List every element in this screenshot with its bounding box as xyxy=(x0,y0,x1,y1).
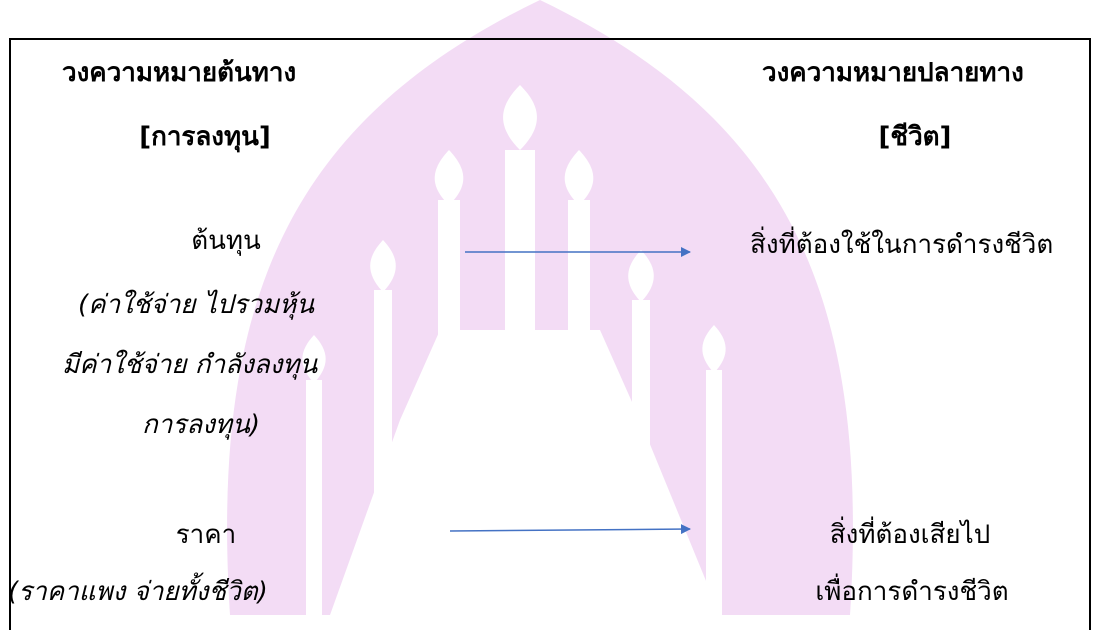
target-domain-label: [ชีวิต] xyxy=(878,122,952,152)
temple-emblem-watermark xyxy=(227,0,853,615)
source-term-cost: ต้นทุน xyxy=(191,226,261,256)
source-domain-title: วงความหมายต้นทาง xyxy=(62,58,297,88)
source-domain-label: [การลงทุน] xyxy=(139,122,271,152)
source-note-line: (ราคาแพง จ่ายทั้งชีวิต) xyxy=(8,577,268,607)
target-domain-title: วงความหมายปลายทาง xyxy=(762,58,1024,88)
target-item-text: สิ่งที่ต้องเสียไป xyxy=(829,520,991,550)
arrow-right-icon xyxy=(449,524,691,535)
diagram-frame xyxy=(9,38,1091,630)
source-note-line: (ค่าใช้จ่าย ไปรวมหุ้น xyxy=(78,290,315,320)
source-note-line: การลงทุน) xyxy=(142,410,260,440)
mapping-arrows xyxy=(449,247,691,535)
source-note-line: มีค่าใช้จ่าย กำลังลงทุน xyxy=(62,350,318,380)
target-item-text: เพื่อการดำรงชีวิต xyxy=(815,577,1009,607)
source-term-price: ราคา xyxy=(175,520,237,550)
target-item-text: สิ่งที่ต้องใช้ในการดำรงชีวิต xyxy=(750,230,1054,260)
